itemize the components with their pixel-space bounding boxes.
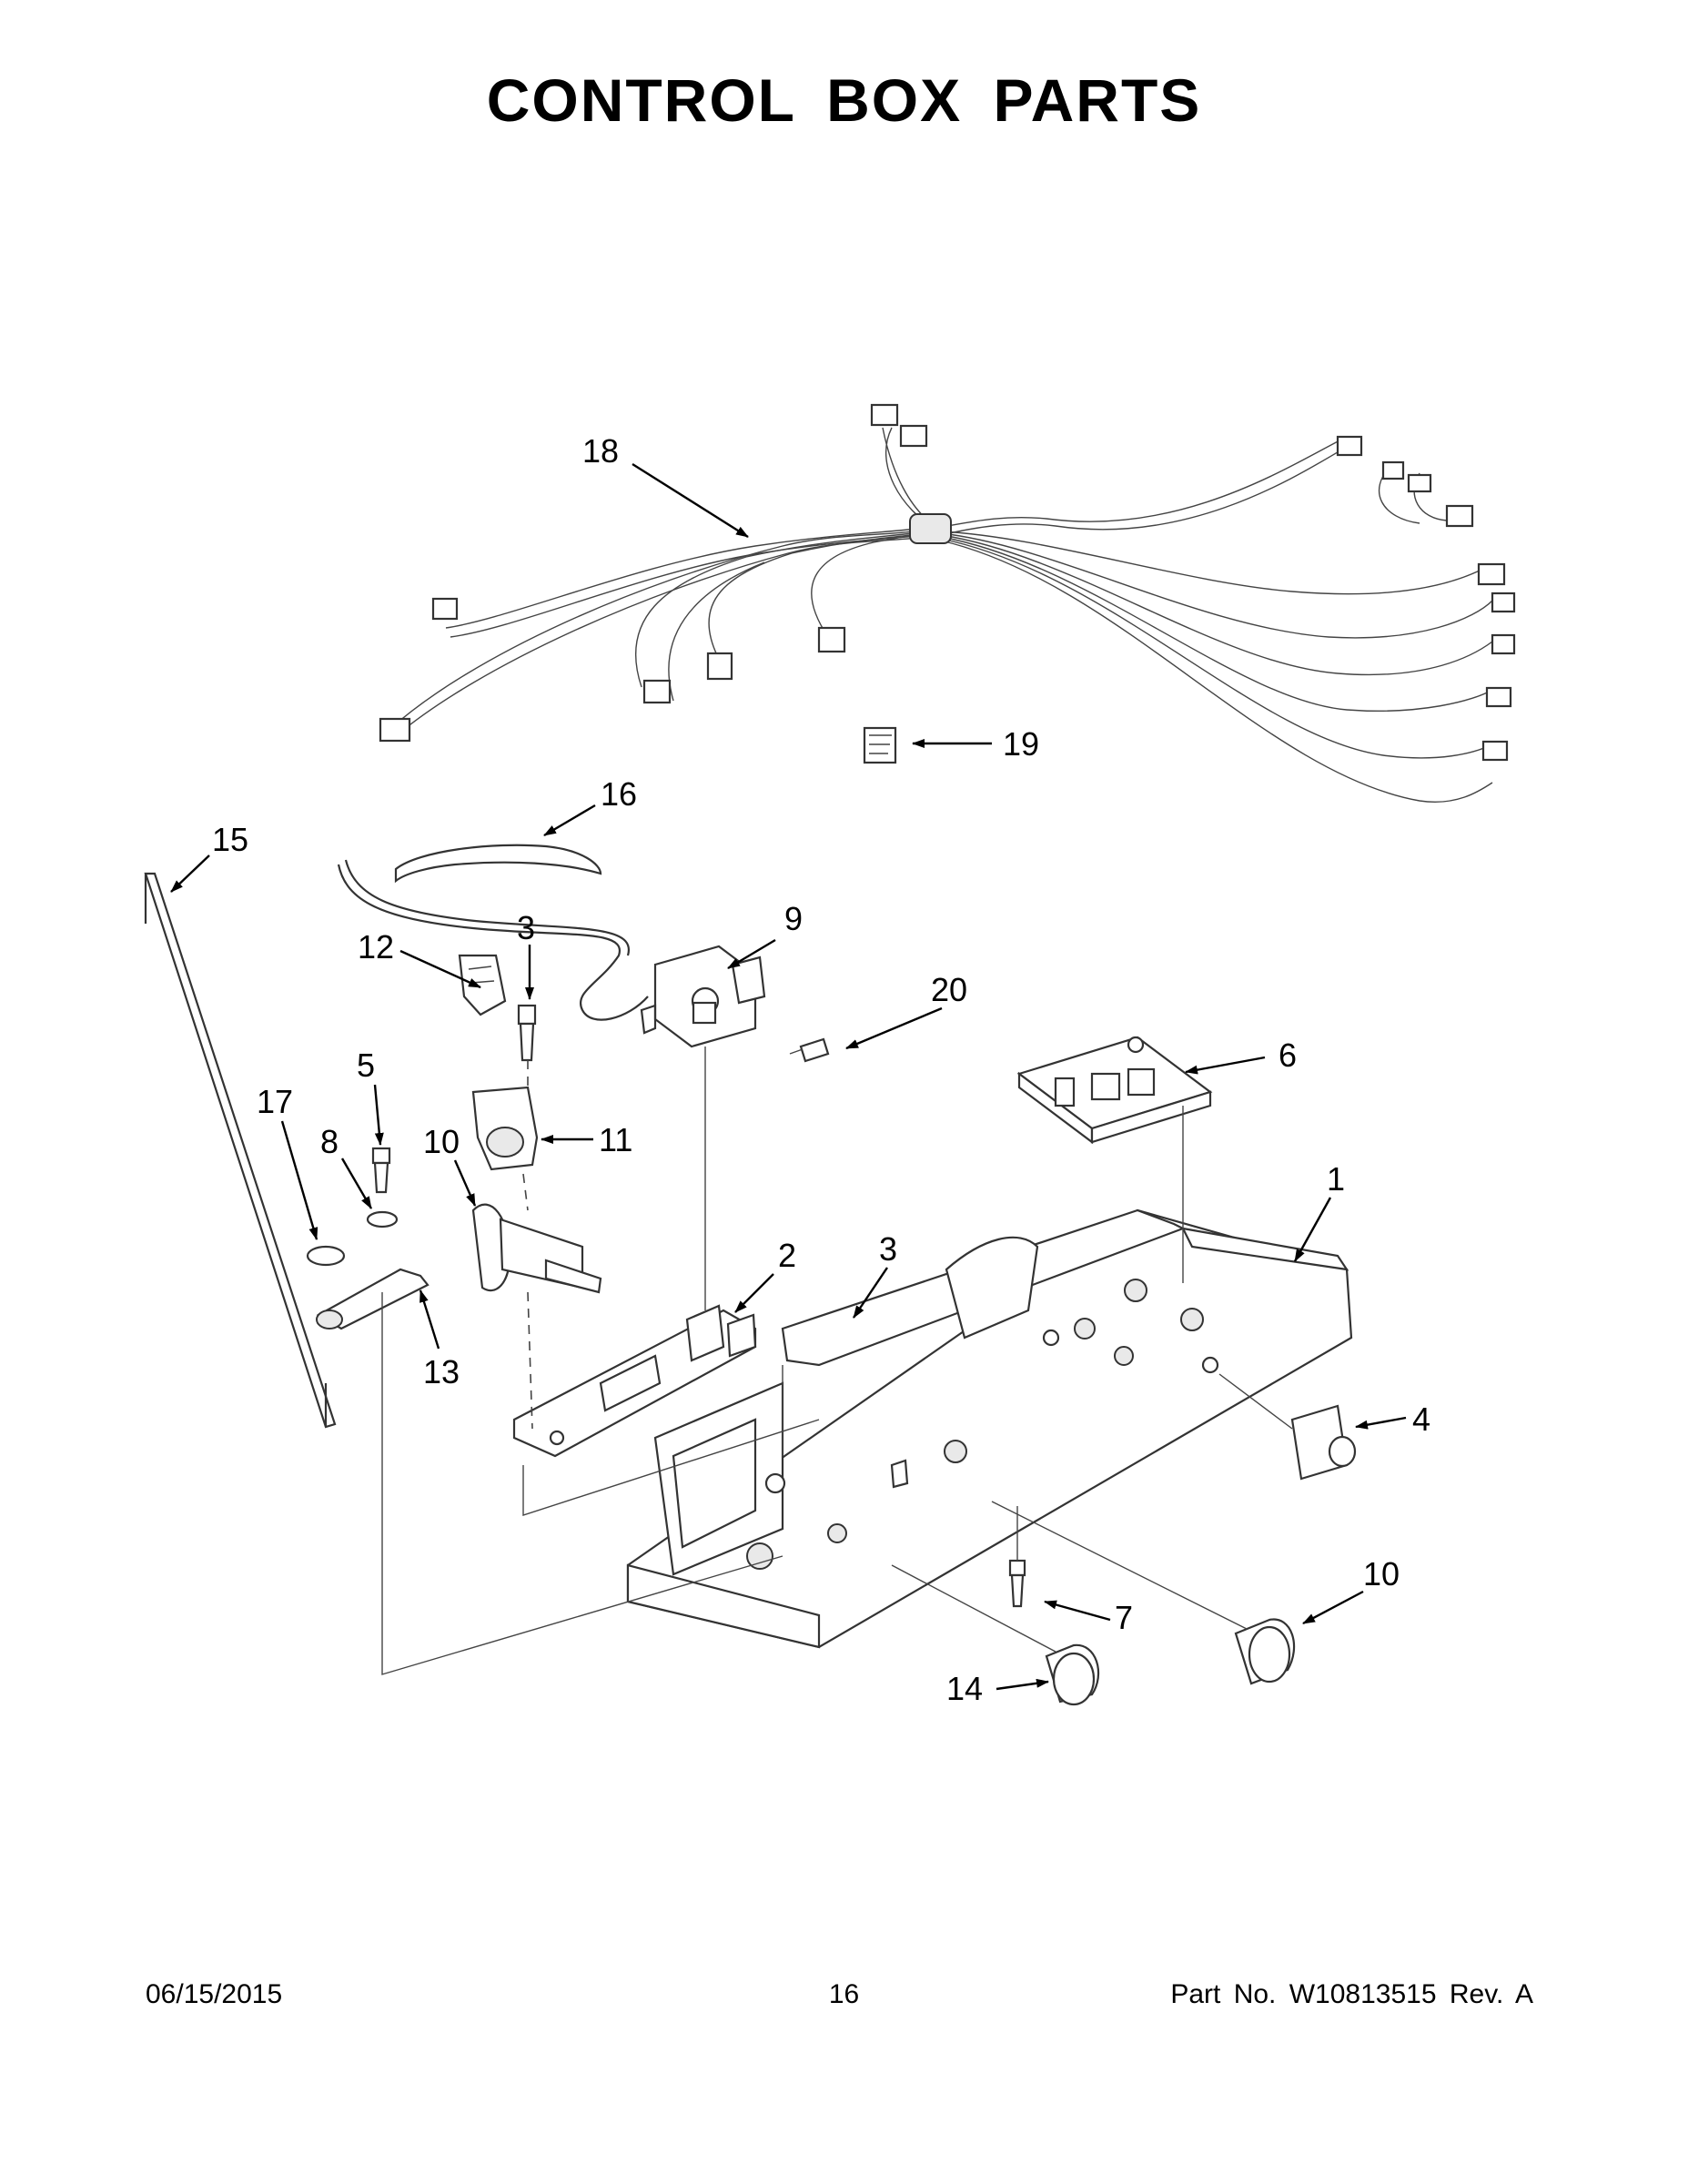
callout-5: 5 [357,1046,375,1084]
door-switch-and-buttons [1045,1404,1357,1706]
page-title: CONTROL BOX PARTS [486,66,1202,134]
plunger [471,1203,602,1294]
callout-9: 9 [784,900,803,937]
footer-page-number: 16 [828,1979,860,2009]
callout-18: 17 [257,1083,293,1120]
callout-arrows [170,462,1407,1691]
callout-labels: 18 19 16 15 12 3 9 20 6 5 17 8 10 11 1 2… [212,432,1430,1707]
callout-6: 6 [1279,1036,1297,1074]
callout-10: 10 [1363,1555,1400,1592]
callout-13: 12 [358,928,394,966]
callout-2: 2 [778,1237,796,1274]
callout-1: 1 [1327,1160,1345,1198]
callout-20: 19 [1003,725,1039,763]
footer-part-number: Part No. W10813515 Rev. A [1170,1979,1533,2009]
callout-14: 13 [423,1353,460,1390]
callout-3-top: 3 [517,909,535,946]
callout-4: 4 [1412,1400,1430,1438]
connector-clip [863,726,897,764]
actuator-rod [144,872,337,1429]
callout-16: 15 [212,821,248,858]
callout-15: 14 [946,1670,983,1707]
callout-7: 7 [1115,1599,1133,1636]
footer-date: 06/15/2015 [146,1979,283,2009]
callout-3-mid: 3 [879,1230,897,1268]
callout-8: 8 [320,1123,339,1160]
lever-guide [471,1086,539,1171]
assembly-leader-lines [381,1046,1293,1675]
callout-19: 18 [582,432,619,470]
lever-assembly [306,1147,430,1330]
control-board [1016,1036,1213,1145]
control-box-housing [626,1208,1353,1649]
callout-11: 10 [423,1123,460,1160]
switch-bracket [458,954,507,1016]
water-tube [337,844,649,1021]
callout-12: 11 [599,1121,632,1158]
callout-21: 20 [931,971,967,1008]
dispenser-switch [640,945,766,1048]
callout-17: 16 [601,775,637,813]
wire-harness [379,403,1516,803]
mounting-plate [512,1304,757,1458]
